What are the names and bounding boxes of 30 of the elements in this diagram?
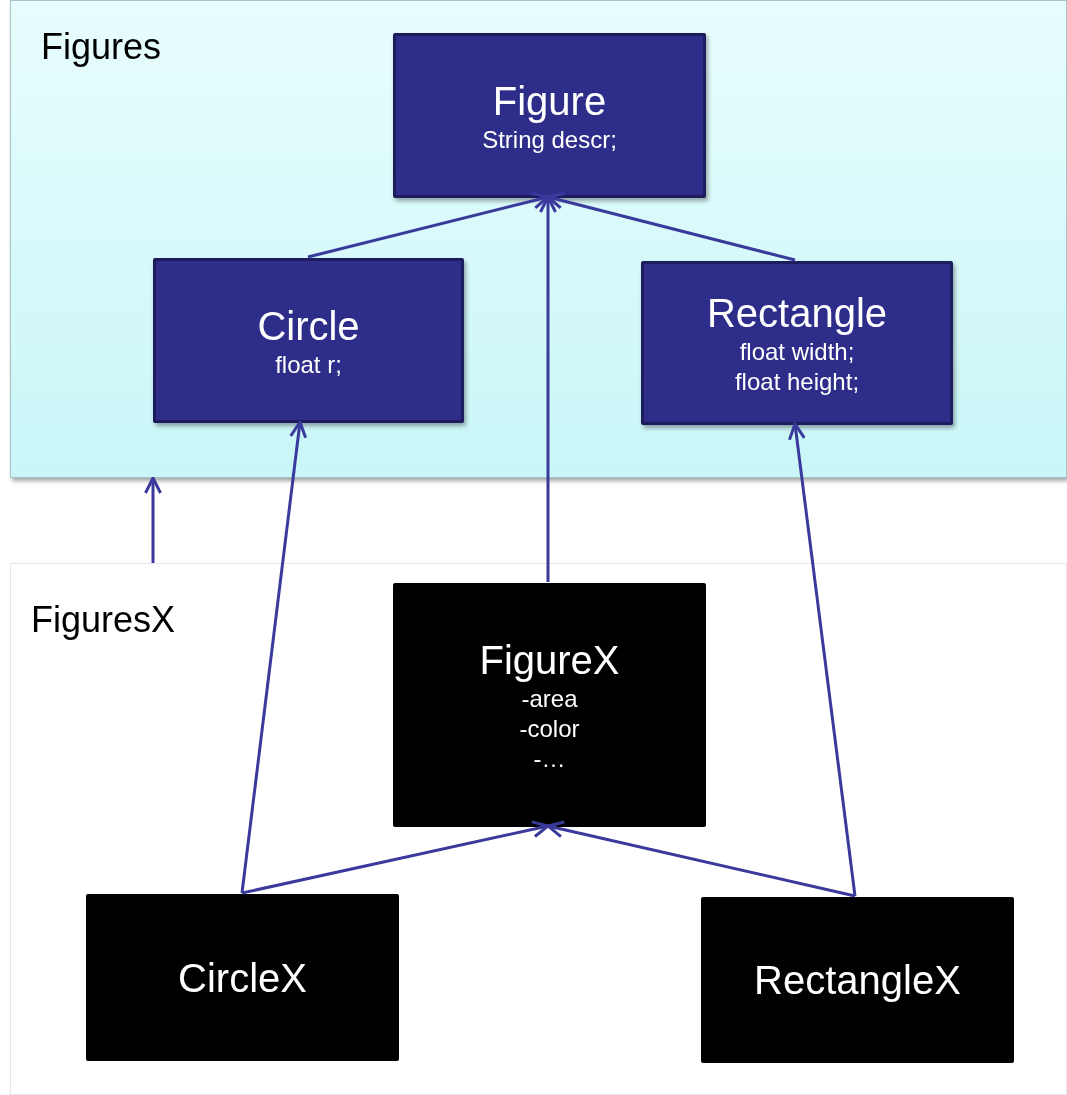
class-name: CircleX <box>178 954 307 1002</box>
class-member: -color <box>519 714 580 744</box>
class-name: Rectangle <box>706 290 888 337</box>
inheritance-arrow <box>546 820 856 898</box>
class-box <box>153 258 464 423</box>
class-box <box>86 894 399 1061</box>
package-title: FiguresX <box>31 602 176 638</box>
inheritance-arrow <box>240 420 308 894</box>
class-box <box>641 261 953 425</box>
class-box <box>701 897 1014 1063</box>
inheritance-arrow <box>144 476 162 563</box>
inheritance-arrow <box>307 191 550 259</box>
class-name: RectangleX <box>754 957 961 1004</box>
class-member: float width; <box>739 337 855 367</box>
inheritance-arrow <box>546 191 796 262</box>
class-box <box>393 583 706 827</box>
class-name: Figure <box>492 77 607 125</box>
inheritance-arrow <box>241 820 550 895</box>
class-member: String descr; <box>482 124 617 155</box>
package-title: Figures <box>41 29 162 65</box>
inheritance-arrow <box>787 422 857 897</box>
class-member: -area <box>521 684 578 714</box>
package-panel <box>10 563 1067 1095</box>
class-member: -… <box>533 744 566 774</box>
class-name: FigureX <box>479 637 620 684</box>
class-member: float height; <box>734 367 860 397</box>
package-panel <box>10 0 1067 478</box>
class-box <box>393 33 706 198</box>
class-name: Circle <box>257 302 360 350</box>
class-member: float r; <box>275 349 342 380</box>
